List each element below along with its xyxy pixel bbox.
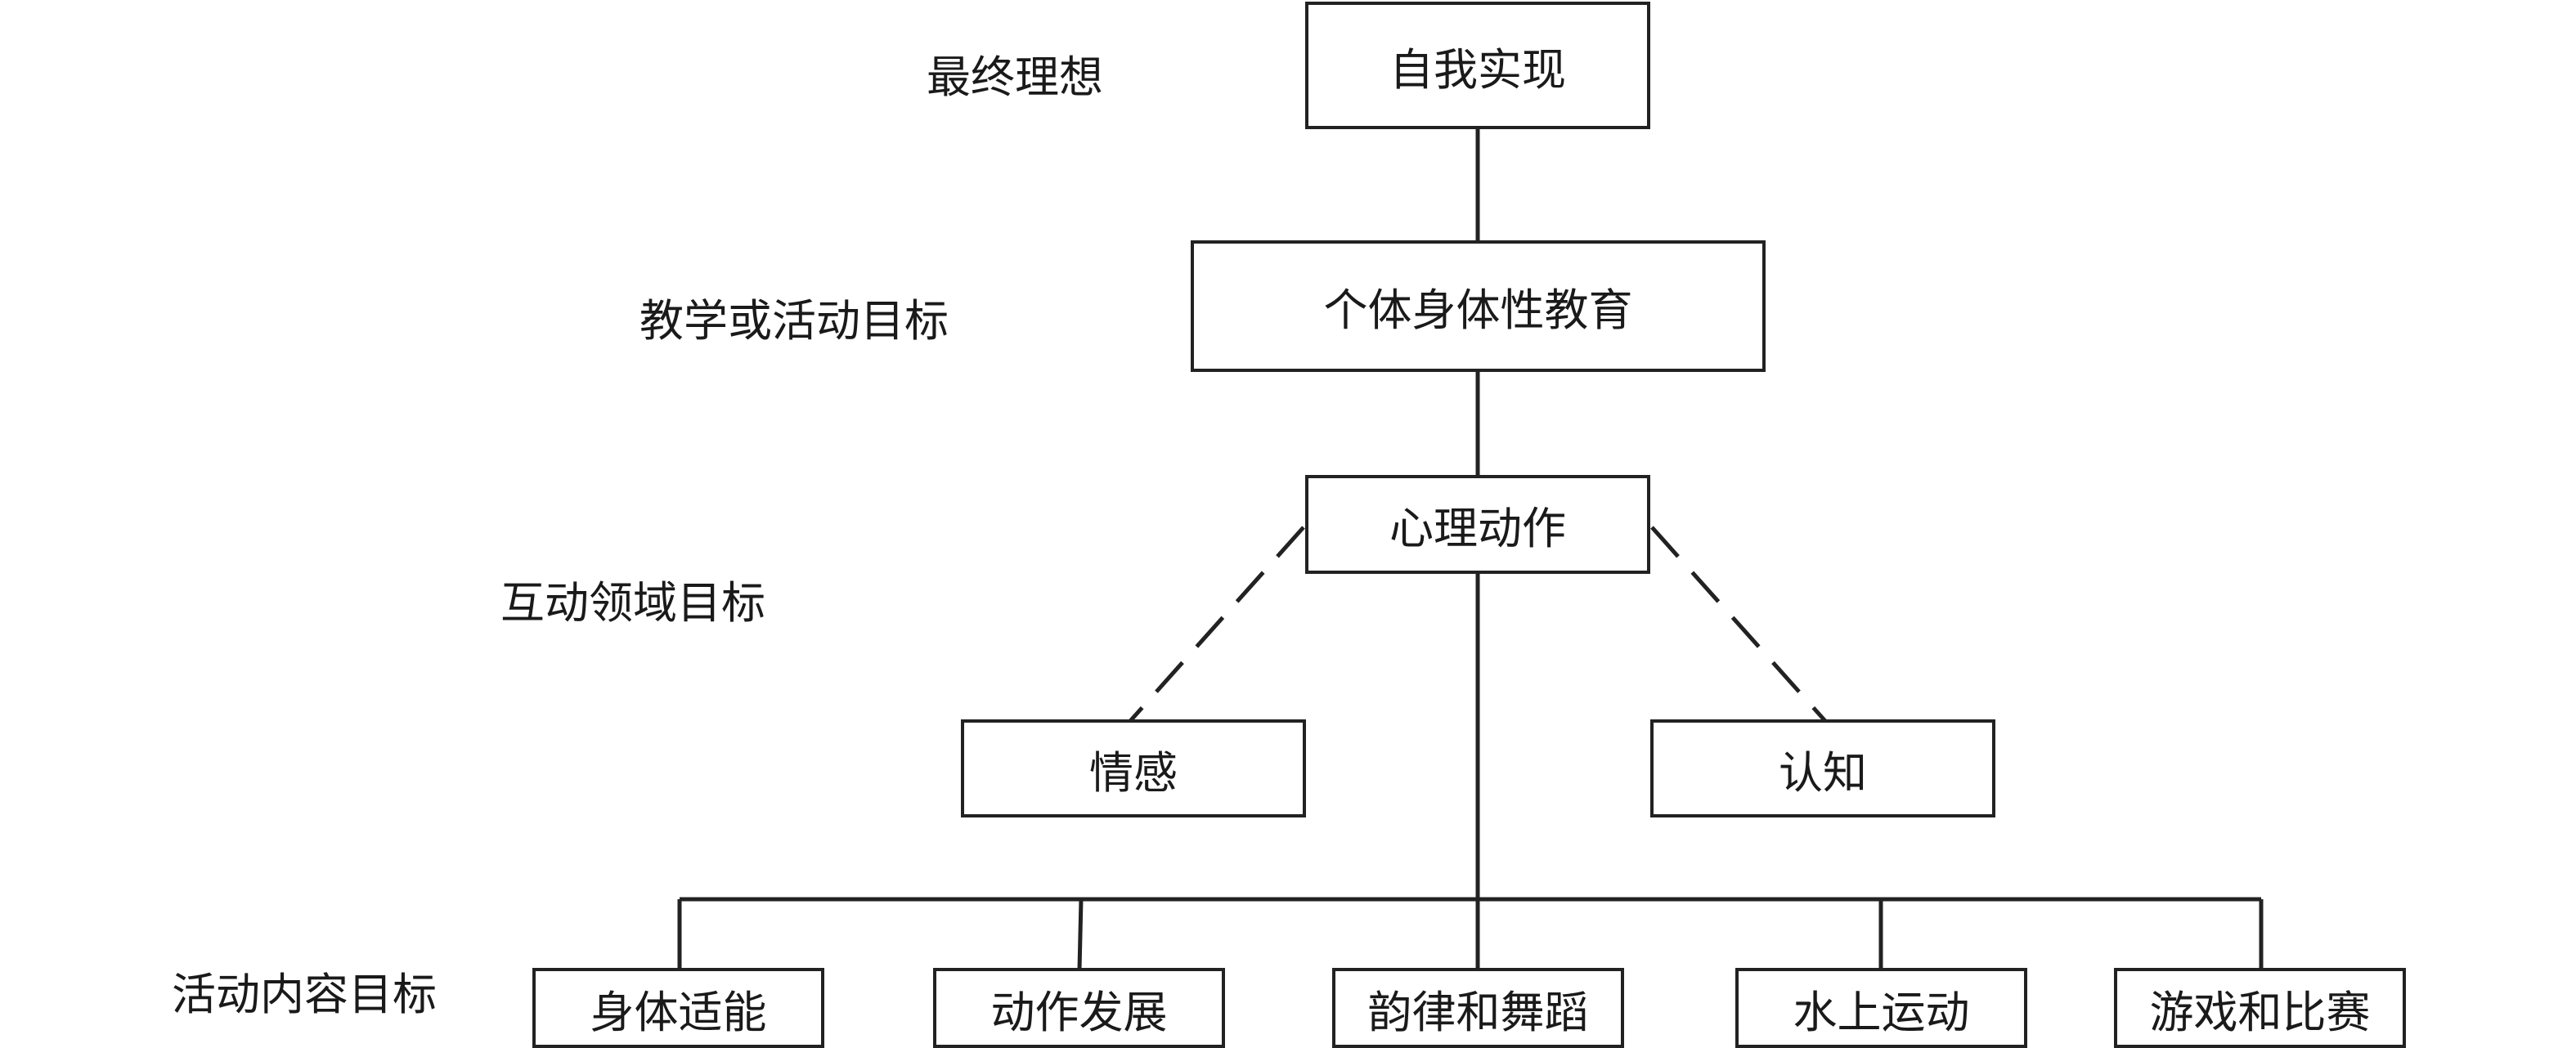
node-affective: 情感: [961, 719, 1306, 817]
level-label-ideal: 最终理想: [927, 52, 1103, 103]
drop-content-2: [1077, 898, 1084, 970]
level-label-content: 活动内容目标: [172, 969, 437, 1020]
content-node-fitness: 身体适能: [532, 968, 824, 1048]
content-node-games: 游戏和比赛: [2114, 968, 2406, 1048]
node-psychomotor: 心理动作: [1305, 475, 1650, 574]
content-node-movement-development: 动作发展: [933, 968, 1225, 1048]
node-physical-education: 个体身体性教育: [1191, 240, 1766, 372]
dashed-connector-cognitive: [1650, 526, 1827, 723]
dashed-connector-affective: [1129, 526, 1305, 723]
content-node-aquatics: 水上运动: [1735, 968, 2027, 1048]
node-cognitive: 认知: [1650, 719, 1995, 817]
level-label-domain: 互动领域目标: [500, 577, 765, 629]
node-self-actualization: 自我实现: [1305, 2, 1650, 129]
level-label-goal: 教学或活动目标: [640, 295, 949, 347]
content-node-rhythm-dance: 韵律和舞蹈: [1332, 968, 1624, 1048]
